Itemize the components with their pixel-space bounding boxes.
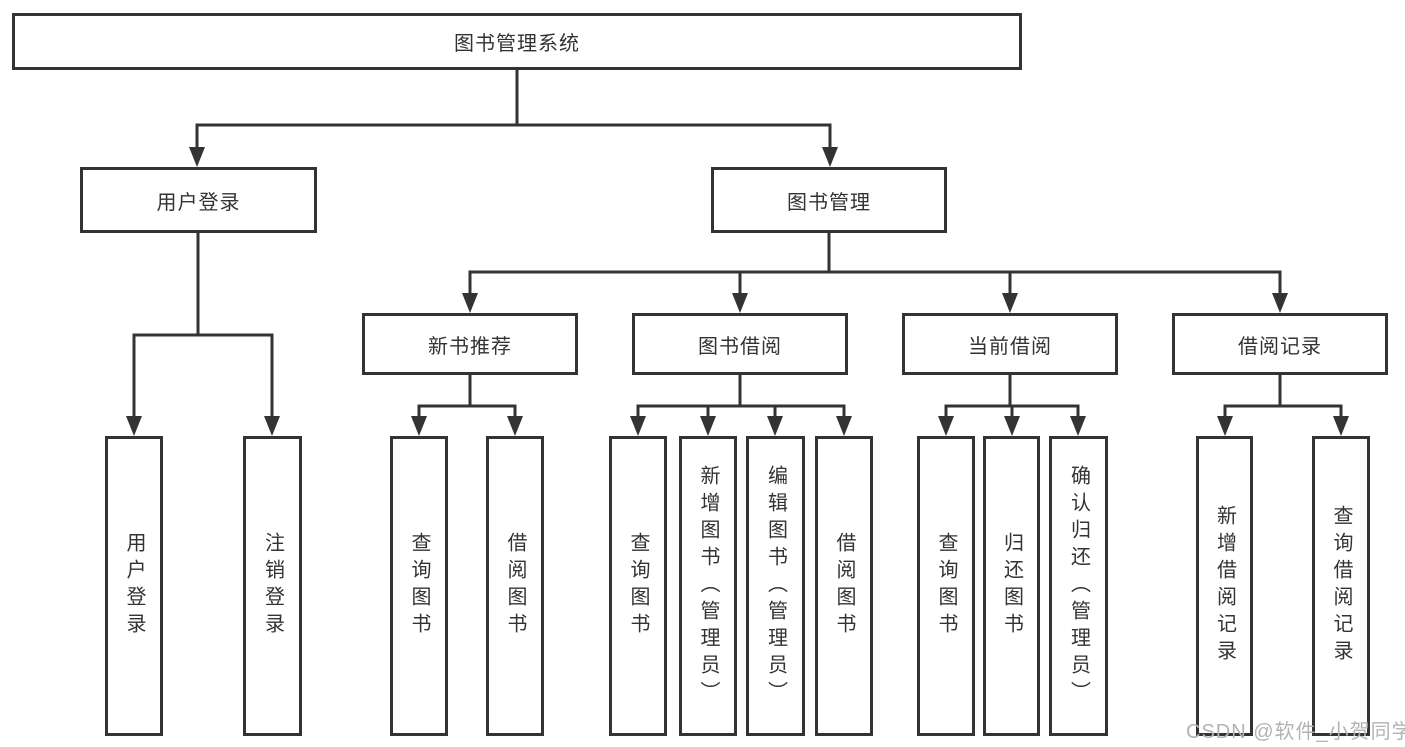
leaf-query-books-borrowing: 查询图书 <box>609 436 667 736</box>
node-root: 图书管理系统 <box>12 13 1022 70</box>
leaf-confirm-return-admin: 确认归还（管理员） <box>1049 436 1108 736</box>
leaf-query-books-recommend: 查询图书 <box>390 436 448 736</box>
node-new-book-recommend: 新书推荐 <box>362 313 578 375</box>
leaf-edit-books-admin: 编辑图书（管理员） <box>746 436 805 736</box>
leaf-user-login: 用户登录 <box>105 436 163 736</box>
leaf-borrow-books-borrowing: 借阅图书 <box>815 436 873 736</box>
leaf-query-books-current: 查询图书 <box>917 436 975 736</box>
leaf-add-books-admin: 新增图书（管理员） <box>679 436 737 736</box>
arrowheads <box>126 147 1349 436</box>
node-book-borrowing: 图书借阅 <box>632 313 848 375</box>
node-borrowing-records: 借阅记录 <box>1172 313 1388 375</box>
leaf-add-borrow-record: 新增借阅记录 <box>1196 436 1253 736</box>
leaf-return-books: 归还图书 <box>983 436 1040 736</box>
leaf-logout: 注销登录 <box>243 436 302 736</box>
leaf-borrow-books-recommend: 借阅图书 <box>486 436 544 736</box>
node-current-borrowing: 当前借阅 <box>902 313 1118 375</box>
node-book-management: 图书管理 <box>711 167 947 233</box>
csdn-watermark: CSDN @软件_小贺同学 <box>1186 721 1405 743</box>
leaf-query-borrow-record: 查询借阅记录 <box>1312 436 1370 736</box>
node-user-login: 用户登录 <box>80 167 317 233</box>
